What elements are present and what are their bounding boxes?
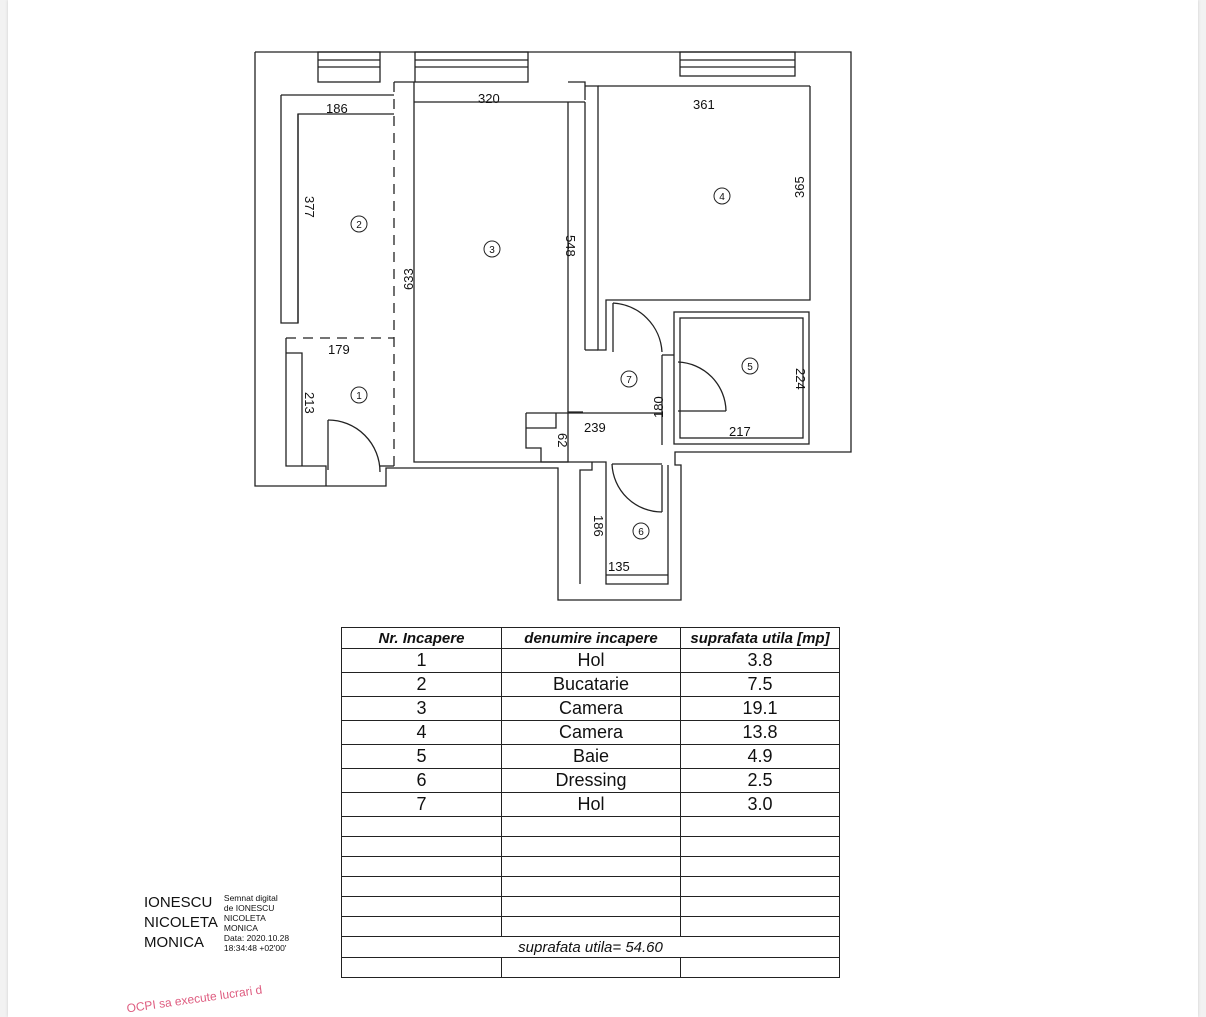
room-number-cell: 1 — [341, 648, 502, 673]
signature-details: Semnat digital de IONESCU NICOLETA MONIC… — [223, 893, 290, 953]
room-name-cell: Bucatarie — [501, 672, 681, 697]
room-marker: 1 — [350, 386, 368, 404]
floor-plan: 186 320 361 365 377 633 548 179 213 180 … — [254, 51, 852, 601]
dimension-label: 239 — [584, 420, 606, 435]
empty-row — [341, 957, 840, 978]
dimension-label: 213 — [302, 392, 317, 414]
room-number-cell: 4 — [341, 720, 502, 745]
room-name-cell: Baie — [501, 744, 681, 769]
room-area-cell: 4.9 — [680, 744, 840, 769]
empty-row — [341, 916, 840, 937]
dimension-label: 62 — [555, 433, 570, 447]
room-area-cell: 3.0 — [680, 792, 840, 817]
room-number-cell: 2 — [341, 672, 502, 697]
room-marker: 3 — [483, 240, 501, 258]
room-number-cell: 6 — [341, 768, 502, 793]
svg-text:5: 5 — [747, 362, 753, 373]
room-area-cell: 19.1 — [680, 696, 840, 721]
table-row: 3 Camera 19.1 — [341, 696, 840, 721]
svg-text:1: 1 — [356, 391, 362, 402]
column-header: suprafata utila [mp] — [680, 627, 840, 649]
dimension-label: 224 — [793, 368, 808, 390]
dimension-label: 217 — [729, 424, 751, 439]
dimension-label: 365 — [792, 176, 807, 198]
room-area-cell: 2.5 — [680, 768, 840, 793]
svg-text:7: 7 — [626, 375, 632, 386]
signer-name: IONESCU NICOLETA MONICA — [144, 894, 218, 951]
table-row: 7 Hol 3.0 — [341, 792, 840, 817]
room-marker: 7 — [620, 370, 638, 388]
room-name-cell: Camera — [501, 720, 681, 745]
room-number-cell: 3 — [341, 696, 502, 721]
room-name-cell: Hol — [501, 792, 681, 817]
table-row: 1 Hol 3.8 — [341, 648, 840, 673]
svg-text:2: 2 — [356, 220, 362, 231]
dimension-label: 361 — [693, 97, 715, 112]
stamp: OCPI sa execute lucrari d — [125, 982, 264, 1016]
dimension-label: 180 — [651, 396, 666, 418]
window — [679, 51, 796, 77]
table-row: 4 Camera 13.8 — [341, 720, 840, 745]
door-swing — [612, 302, 663, 353]
room-marker: 5 — [741, 357, 759, 375]
dimension-label: 633 — [401, 268, 416, 290]
dimension-label: 377 — [302, 196, 317, 218]
room-area-cell: 7.5 — [680, 672, 840, 697]
room-name-cell: Camera — [501, 696, 681, 721]
table-row: 6 Dressing 2.5 — [341, 768, 840, 793]
empty-row — [341, 816, 840, 837]
room-area-cell: 13.8 — [680, 720, 840, 745]
dimension-label: 179 — [328, 342, 350, 357]
room-number-cell: 7 — [341, 792, 502, 817]
dimension-label: 186 — [591, 515, 606, 537]
total-row: suprafata utila= 54.60 — [341, 936, 840, 958]
table-row: 2 Bucatarie 7.5 — [341, 672, 840, 697]
digital-signature: IONESCU NICOLETA MONICA Semnat digital d… — [144, 893, 289, 953]
room-area-cell: 3.8 — [680, 648, 840, 673]
dimension-label: 186 — [326, 101, 348, 116]
column-header: denumire incapere — [501, 627, 681, 649]
dimension-label: 548 — [563, 235, 578, 257]
door-swing — [677, 361, 727, 412]
door-swing — [327, 419, 381, 473]
dimension-label: 320 — [478, 91, 500, 106]
room-marker: 4 — [713, 187, 731, 205]
total-value: 54.60 — [625, 938, 663, 956]
room-marker: 6 — [632, 522, 650, 540]
empty-row — [341, 896, 840, 917]
empty-row — [341, 876, 840, 897]
room-marker: 2 — [350, 215, 368, 233]
dimension-label: 135 — [608, 559, 630, 574]
room-name-cell: Hol — [501, 648, 681, 673]
room-areas-table: Nr. Incapere denumire incapere suprafata… — [341, 627, 840, 978]
table-header-row: Nr. Incapere denumire incapere suprafata… — [341, 627, 840, 649]
table-row: 5 Baie 4.9 — [341, 744, 840, 769]
column-header: Nr. Incapere — [341, 627, 502, 649]
svg-text:4: 4 — [719, 192, 725, 203]
svg-text:6: 6 — [638, 527, 644, 538]
svg-text:3: 3 — [489, 245, 495, 256]
room-number-cell: 5 — [341, 744, 502, 769]
room-name-cell: Dressing — [501, 768, 681, 793]
document-page: 186 320 361 365 377 633 548 179 213 180 … — [8, 0, 1198, 1017]
door-swing — [611, 463, 663, 513]
outer-wall — [254, 51, 852, 601]
total-label: suprafata utila= — [518, 938, 622, 956]
empty-row — [341, 836, 840, 857]
bathroom-outer — [673, 311, 810, 445]
empty-row — [341, 856, 840, 877]
